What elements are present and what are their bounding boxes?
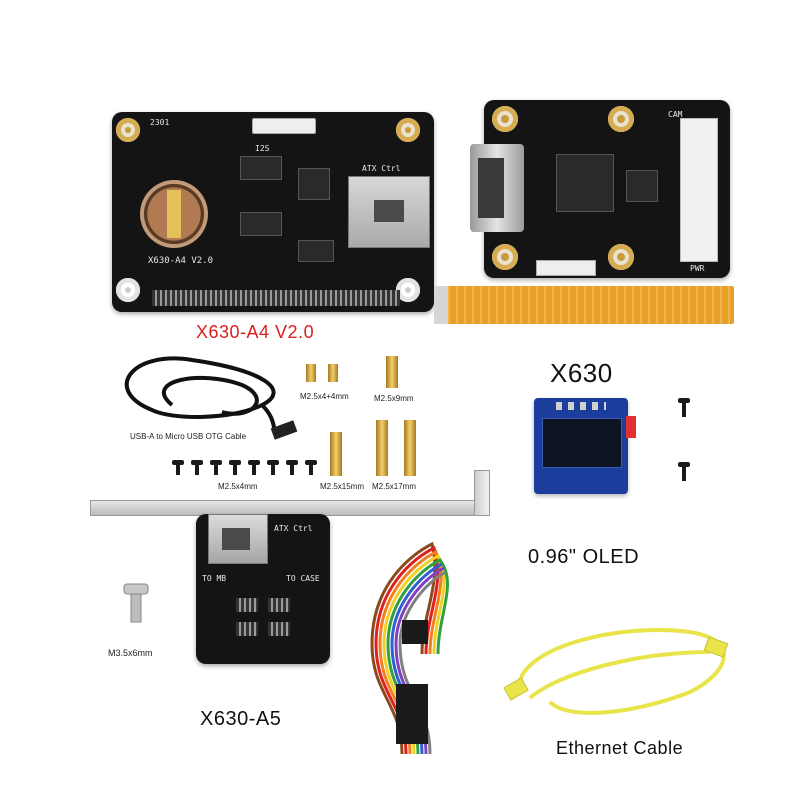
ffc-ribbon-cable	[434, 286, 734, 324]
mount-hole	[608, 106, 634, 132]
standoff-m25x15	[330, 432, 342, 476]
pin-header	[236, 622, 258, 636]
a4-code-silk: 2301	[150, 118, 170, 127]
a5-atx-silk: ATX Ctrl	[274, 524, 313, 533]
ffc-ribbon-tip	[434, 286, 448, 324]
x630-a4-board: I2S 2301 ATX Ctrl X630-A4 V2.0	[112, 112, 434, 312]
m35x6-label: M3.5x6mm	[108, 648, 153, 658]
x630-pwr-silk: PWR	[690, 264, 705, 273]
m25x15-label: M2.5x15mm	[320, 482, 365, 491]
oled-header-pins	[556, 402, 606, 410]
mount-hole	[396, 118, 420, 142]
a5-case-silk: TO CASE	[286, 574, 320, 583]
mount-hole	[492, 106, 518, 132]
screw-icon	[172, 460, 317, 475]
x630-a5-board: ATX Ctrl TO CASE TO MB	[196, 514, 330, 664]
ic-chip	[298, 240, 334, 262]
mount-hole	[116, 278, 140, 302]
ic-chip	[626, 170, 658, 202]
oled-label: 0.96" OLED	[528, 546, 640, 568]
m25x4-label: M2.5x4mm	[218, 482, 258, 491]
a5-mb-silk: TO MB	[202, 574, 227, 583]
mount-hole	[116, 118, 140, 142]
x630-a5-label: X630-A5	[200, 708, 282, 730]
hdmi-bridge-chip	[556, 154, 614, 212]
screw-icon	[678, 462, 690, 481]
ethernet-cable	[503, 628, 729, 715]
m25x9-label: M2.5x9mm	[374, 394, 414, 403]
pin-header	[236, 598, 258, 612]
x630-label: X630	[550, 358, 613, 388]
standoff-m25x4x4	[328, 364, 338, 382]
csi-connector	[680, 118, 718, 262]
a4-i2s-silk: I2S	[255, 144, 270, 153]
m25x4x4-label: M2.5x4+4mm	[300, 392, 349, 401]
standoff-m25x9	[386, 356, 398, 388]
oled-module	[534, 398, 636, 494]
standoff-m25x17	[404, 420, 416, 476]
i2s-connector	[252, 118, 316, 134]
a4-atx-silk: ATX Ctrl	[362, 164, 401, 173]
m25x17-label: M2.5x17mm	[372, 482, 417, 491]
ic-chip	[240, 156, 282, 180]
mount-hole	[396, 278, 420, 302]
x630-a4-label: X630-A4 V2.0	[196, 322, 315, 342]
oled-flex-tab	[626, 416, 636, 438]
mount-hole	[608, 244, 634, 270]
battery-clip	[167, 190, 181, 238]
rj45-opening	[374, 200, 404, 222]
a4-model-silk: X630-A4 V2.0	[148, 256, 214, 266]
screw-row	[172, 460, 322, 476]
screw-icon	[123, 583, 149, 623]
standoff-m25x4x4	[306, 364, 316, 382]
ethernet-label: Ethernet Cable	[556, 738, 684, 758]
hdmi-opening	[478, 158, 504, 218]
usb-otg-cable	[124, 356, 298, 440]
ic-chip	[298, 168, 330, 200]
x630-cam-silk: CAM	[668, 110, 683, 119]
rj45-jack	[348, 176, 430, 248]
mount-hole	[492, 244, 518, 270]
oled-screen	[542, 418, 622, 468]
rainbow-ribbon-cable	[370, 541, 449, 755]
standoff-m25x17	[376, 420, 388, 476]
screw-icon	[678, 398, 690, 417]
gpio-header	[152, 290, 400, 306]
usb-cable-label: USB-A to Micro USB OTG Cable	[130, 432, 247, 441]
pin-header	[268, 622, 290, 636]
pin-header	[268, 598, 290, 612]
white-connector	[536, 260, 596, 276]
x630-board: CAM PWR	[470, 100, 730, 278]
ic-chip	[240, 212, 282, 236]
rj45-opening	[222, 528, 250, 550]
pci-bracket-tab	[474, 470, 490, 516]
